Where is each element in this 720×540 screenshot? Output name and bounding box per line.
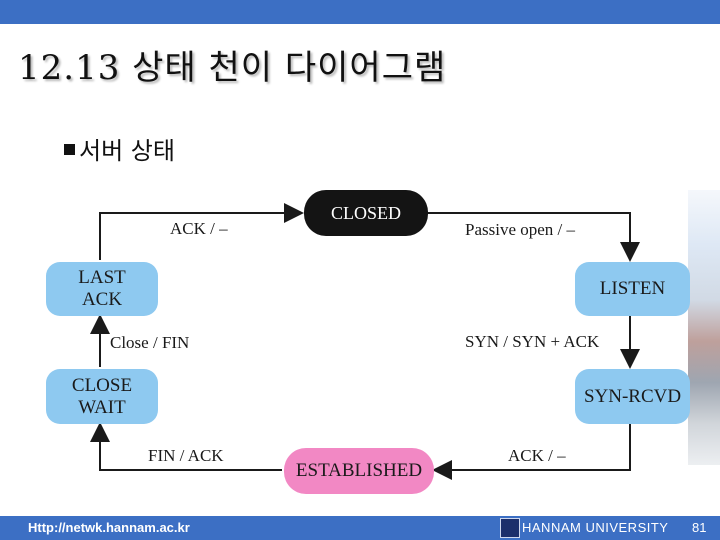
top-bar xyxy=(0,0,720,24)
footer-bar xyxy=(0,516,720,540)
state-diagram: CLOSED LISTEN SYN-RCVD ESTABLISHED CLOSE… xyxy=(0,180,720,500)
state-syn-rcvd: SYN-RCVD xyxy=(575,369,690,424)
state-close-wait: CLOSE WAIT xyxy=(46,369,158,424)
diagram-arrows xyxy=(90,203,640,480)
label-synrcvd-to-established: ACK / – xyxy=(508,446,566,465)
arrow-synrcvd-to-established xyxy=(432,424,631,480)
slide-title: 12.13 상태 천이 다이어그램 xyxy=(18,48,447,88)
state-closed: CLOSED xyxy=(304,190,428,236)
state-established: ESTABLISHED xyxy=(284,448,434,494)
decorative-photo-strip xyxy=(688,190,720,465)
label-closewait-to-lastack: Close / FIN xyxy=(110,333,190,352)
state-listen: LISTEN xyxy=(575,262,690,316)
page-number: 81 xyxy=(692,520,707,535)
bullet-item: 서버 상태 xyxy=(64,131,175,166)
label-listen-to-synrcvd: SYN / SYN + ACK xyxy=(465,332,600,351)
label-closed-to-listen: Passive open / – xyxy=(465,220,576,239)
label-established-to-closewait: FIN / ACK xyxy=(148,446,224,465)
bullet-text: 서버 상태 xyxy=(79,137,175,165)
square-bullet-icon xyxy=(64,144,75,155)
state-last-ack: LAST ACK xyxy=(46,262,158,316)
arrow-established-to-closewait xyxy=(90,422,282,471)
arrow-closed-to-listen xyxy=(428,212,640,262)
label-lastack-to-closed: ACK / – xyxy=(170,219,228,238)
arrow-lastack-to-closed xyxy=(99,203,304,260)
university-logo-icon xyxy=(500,518,520,538)
footer-url: Http://netwk.hannam.ac.kr xyxy=(28,520,190,535)
footer-university: HANNAM UNIVERSITY xyxy=(522,520,669,535)
